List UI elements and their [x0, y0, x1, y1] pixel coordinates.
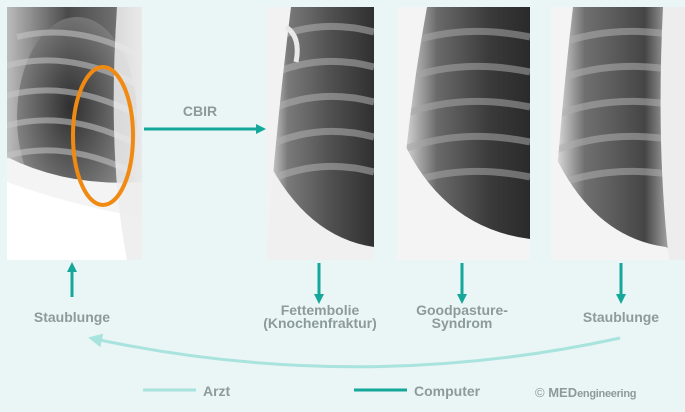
- copyright-symbol: ©: [535, 385, 545, 400]
- credit-brand: MED: [548, 385, 577, 400]
- result3-label: Staublunge: [571, 311, 671, 324]
- legend-doctor-label: Arzt: [203, 383, 230, 399]
- result-xray-2-image: [397, 7, 530, 260]
- result2-label-line2: Syndrom: [402, 317, 522, 330]
- result2-label: Goodpasture- Syndrom: [402, 304, 522, 330]
- result1-label: Fettembolie (Knochenfraktur): [254, 304, 386, 330]
- result-xray-1-image: [266, 7, 374, 260]
- query-label: Staublunge: [22, 311, 122, 324]
- cbir-label: CBIR: [175, 105, 225, 118]
- doctor-curve-arrow: [95, 338, 620, 367]
- highlight-ellipse: [73, 67, 133, 205]
- credit: © MEDengineering: [535, 385, 636, 400]
- legend-computer-label: Computer: [414, 383, 480, 399]
- credit-suffix: engineering: [577, 388, 636, 400]
- result-xray-3-image: [551, 7, 685, 260]
- result1-label-line2: (Knochenfraktur): [254, 317, 386, 330]
